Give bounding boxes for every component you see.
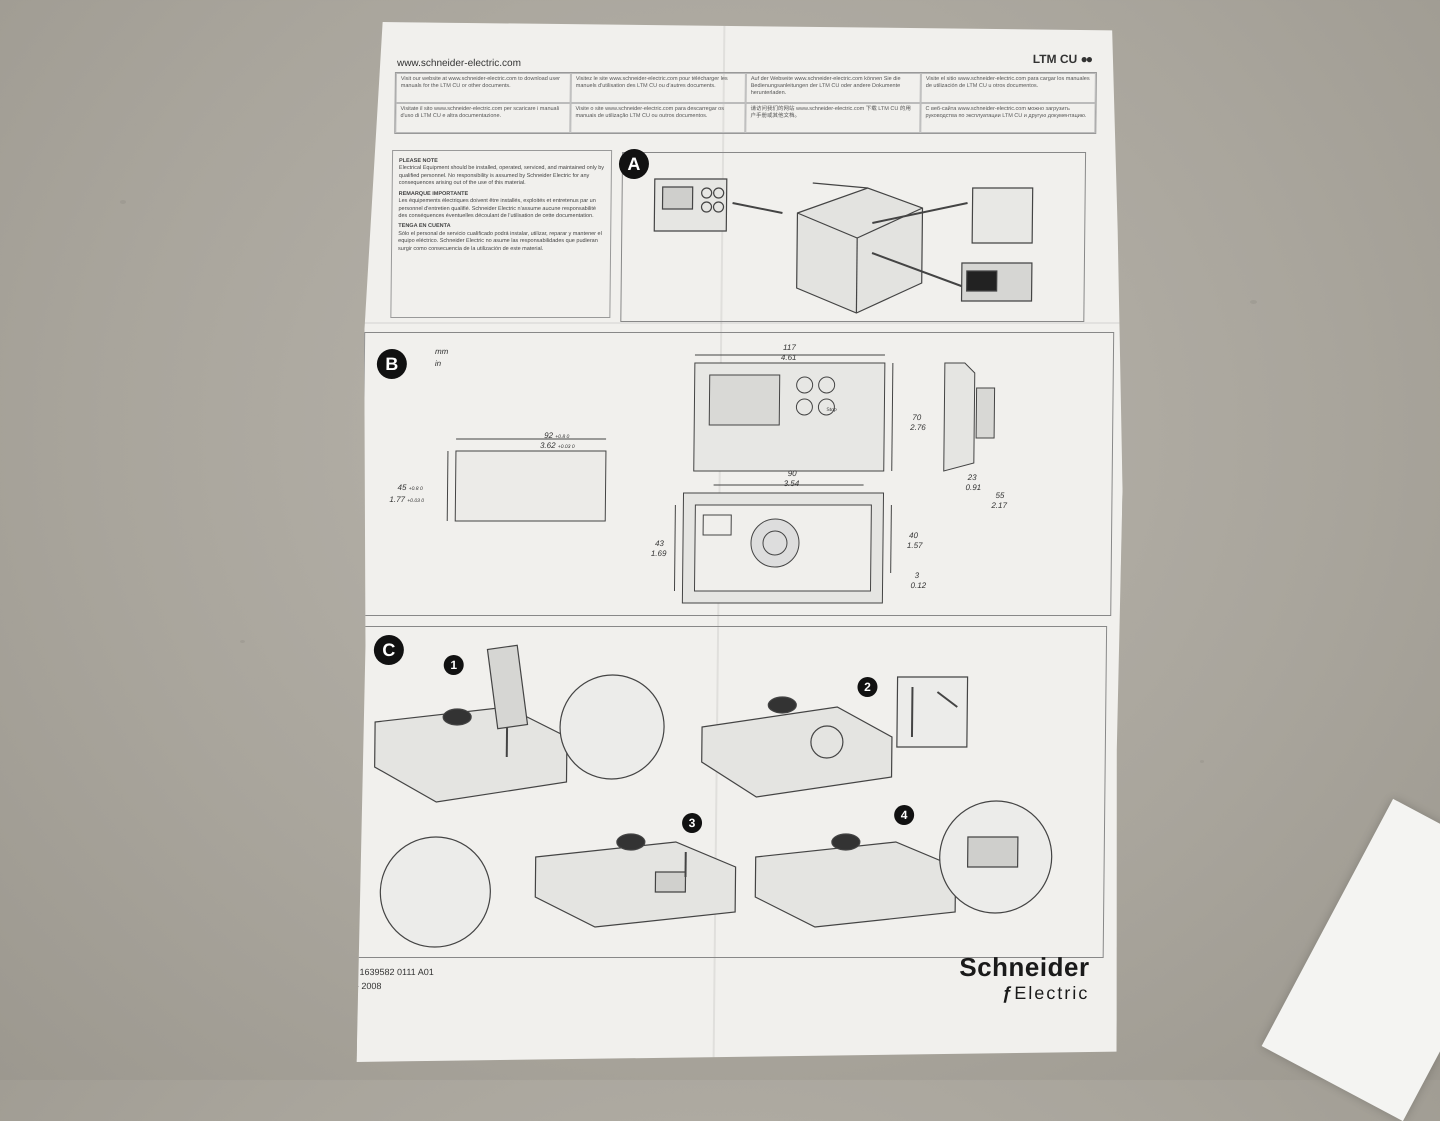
step3-detail-circle [380,837,491,947]
website-url: www.schneider-electric.com [396,58,522,69]
cutout-height-in-tol: +0.03 0 [407,498,425,504]
brand-glyph-icon: ƒ [1002,983,1015,1003]
lang-cell-de: Auf der Webseite www.schneider-electric.… [746,73,921,103]
floor-speck [1250,300,1257,304]
note-body-es: Sólo el personal de servicio cualificado… [398,230,602,252]
brand-sub: ƒElectric [959,983,1089,1004]
side-depth2-in: 2.17 [991,501,1008,510]
note-heading-fr: REMARQUE IMPORTANTE [398,190,469,197]
panel-a-unpacking: A [620,152,1086,322]
brand-name: Schneider [959,952,1090,982]
cutout-width-in-value: 3.62 [539,441,556,450]
side-view-drawing [944,363,975,471]
unpacking-illustration [621,153,1085,321]
step1-device [374,707,567,802]
cutout-height-mm-value: 45 [397,483,407,492]
step1-detail-circle [560,675,665,779]
rear-height2-in: 1.57 [906,541,923,550]
front-width-mm: 117 [782,343,796,352]
step1-card [487,645,527,728]
stop-key-label: Stop [826,407,837,413]
rear-width-in: 3.54 [783,479,800,488]
note-heading-es: TENGA EN CUENTA [398,223,451,230]
model-dots: ●● [1080,52,1092,66]
schneider-logo: Schneider ƒElectric [959,952,1090,1004]
brand-sub-text: Electric [1014,983,1090,1003]
note-heading-en: PLEASE NOTE [398,158,438,164]
corner-card [1261,798,1440,1121]
rear-height-mm: 43 [654,539,664,548]
cutout-height-mm: 45 +0.8 0 [398,483,423,492]
language-table: Visit our website at www.schneider-elect… [394,72,1097,134]
step2-detail-box [897,677,968,747]
lang-cell-pt: Visite o site www.schneider-electric.com… [570,103,745,133]
note-body-en: Electrical Equipment should be installed… [398,165,605,187]
cutout-width-in: 3.62 +0.03 0 [540,441,575,450]
panel-cutout-drawing [455,451,606,521]
doc-page: 1/2 [343,994,356,1004]
safety-note-box: PLEASE NOTE Electrical Equipment should … [390,150,612,318]
panel-b-dimensions: B mm in 92 +0.8 0 3.62 +0.03 0 [361,332,1114,616]
lang-cell-it: Visitate il sito www.schneider-electric.… [395,103,570,133]
box-drawing [796,188,922,313]
cutout-width-mm: 92 +0.8 0 [544,431,569,440]
fold-line-horizontal [364,322,1124,324]
lang-cell-en: Visit our website at www.schneider-elect… [396,73,571,103]
step4-device [755,842,956,927]
rear-thickness-in: 0.12 [910,581,927,590]
floor-speck [240,640,245,643]
front-height-mm: 70 [912,413,922,422]
step2-device [701,707,892,797]
doc-date: 02 - 2008 [343,980,382,991]
rear-height-in: 1.69 [650,549,667,558]
side-depth1-in: 0.91 [965,483,982,492]
cutout-width-mm-value: 92 [544,431,554,440]
side-depth1-mm: 23 [967,473,977,482]
lang-cell-fr: Visitez le site www.schneider-electric.c… [571,73,746,103]
rear-thickness-mm: 3 [914,571,920,580]
step3-device [535,842,736,927]
instruction-sheet: www.schneider-electric.com LTM CU ●● Vis… [357,22,1128,1062]
floor-speck [1200,760,1204,763]
footer-code-block: W9 1639582 0111 A01 02 - 2008 1/2 [343,966,434,1007]
rear-width-mm: 90 [787,469,797,478]
cutout-height-mm-tol: +0.8 0 [408,486,423,492]
panel-c-installation: C 1 2 3 4 [354,626,1107,958]
model-text: LTM CU [1032,52,1078,66]
installation-illustrations [355,627,1106,957]
cutout-width-in-tol: +0.03 0 [557,444,575,450]
cutout-height-in: 1.77 +0.03 0 [389,495,424,504]
rear-height2-mm: 40 [909,531,919,540]
front-width-in: 4.61 [780,353,797,362]
lang-cell-zh: 请访问我们的网站 www.schneider-electric.com 下载 L… [745,103,920,133]
floor-speck [120,200,126,204]
model-name: LTM CU ●● [1033,52,1091,66]
front-height-in: 2.76 [910,423,926,432]
manual-sheet-drawing [972,188,1033,243]
lang-cell-ru: С веб-сайта www.schneider-electric.com м… [920,103,1095,133]
cutout-width-mm-tol: +0.8 0 [555,434,570,440]
side-depth2-mm: 55 [995,491,1005,500]
note-body-fr: Les équipements électriques doivent être… [398,198,596,219]
lang-cell-es: Visite el sitio www.schneider-electric.c… [921,73,1096,103]
dimension-drawings [362,333,1113,615]
cutout-height-in-value: 1.77 [389,495,406,504]
doc-code: W9 1639582 0111 A01 [343,967,434,977]
